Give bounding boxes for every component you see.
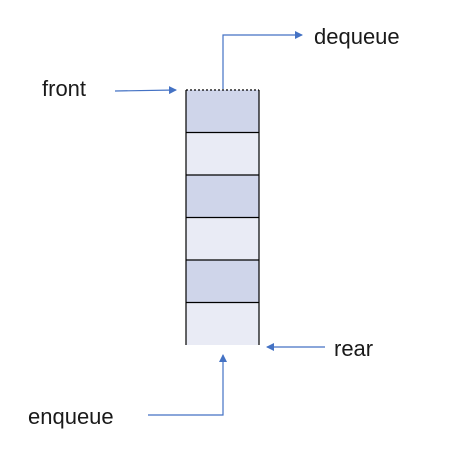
dequeue-label: dequeue xyxy=(314,24,400,49)
enqueue-label: enqueue xyxy=(28,404,114,429)
rear-label: rear xyxy=(334,336,374,361)
queue-cell xyxy=(186,302,259,345)
queue-cell xyxy=(186,260,259,303)
enqueue-arrow xyxy=(148,354,227,416)
front-arrow xyxy=(114,86,177,95)
queue-cell xyxy=(186,132,259,175)
dequeue-arrow xyxy=(222,31,303,89)
front-label: front xyxy=(42,76,87,101)
queue-cell xyxy=(186,90,259,133)
queue-cell xyxy=(186,217,259,260)
queue-column xyxy=(185,90,260,345)
queue-cell xyxy=(186,175,259,218)
